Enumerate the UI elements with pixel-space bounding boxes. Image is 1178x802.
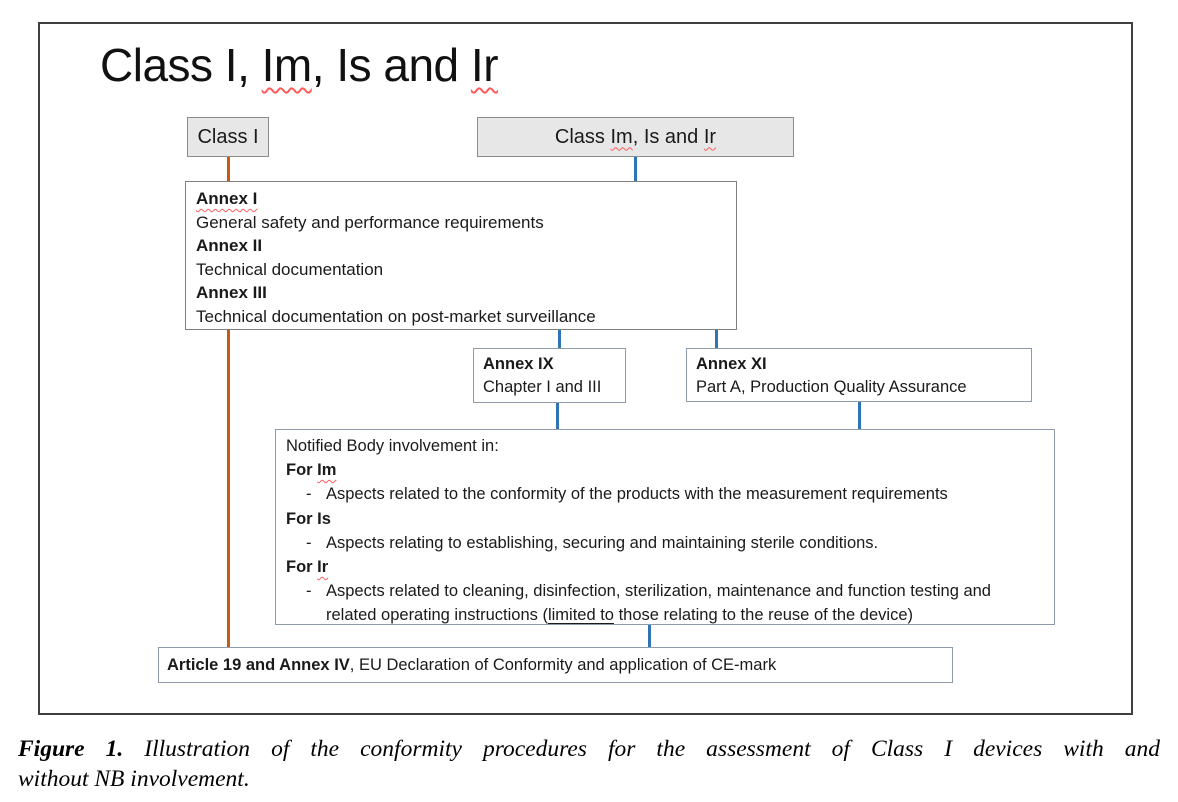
label-text: Class xyxy=(554,125,611,148)
article19-bold: Article 19 and Annex IV xyxy=(167,655,350,674)
connector-annexix-to-nb xyxy=(556,403,559,429)
diagram-title: Class I, Im, Is and Ir xyxy=(100,38,499,92)
connector-annexxi-to-nb xyxy=(858,402,861,429)
ir-misspell: Ir xyxy=(317,558,329,577)
node-annex-xi: Annex XI Part A, Production Quality Assu… xyxy=(686,348,1032,402)
ir-misspell: Ir xyxy=(703,125,717,148)
annex-ii-heading: Annex II xyxy=(196,236,263,255)
node-annex-i-ii-iii: Annex I General safety and performance r… xyxy=(185,181,737,330)
annex-i-body: General safety and performance requireme… xyxy=(196,212,544,232)
node-class-im-is-ir: Class Im, Is and Ir xyxy=(477,117,794,157)
annex-ii-body: Technical documentation xyxy=(196,259,384,279)
node-class-i: Class I xyxy=(187,117,269,157)
annex-ix-heading: Annex IX xyxy=(483,355,554,373)
nb-for-is: For Is xyxy=(286,509,331,528)
annex-iii-body: Technical documentation on post-market s… xyxy=(196,306,596,326)
label-text: , Is and xyxy=(632,125,704,148)
caption-line-2: without NB involvement. xyxy=(18,766,250,792)
figure-caption: Figure 1. Illustration of the conformity… xyxy=(18,734,1160,794)
nb-ir-item: - Aspects related to cleaning, disinfect… xyxy=(286,579,1044,627)
node-article-19: Article 19 and Annex IV, EU Declaration … xyxy=(158,647,953,683)
nb-is-item-text: Aspects relating to establishing, securi… xyxy=(326,533,879,552)
connector-nb-to-article19 xyxy=(648,625,651,647)
title-text: , Is and xyxy=(311,39,471,91)
nb-intro: Notified Body involvement in: xyxy=(286,437,499,455)
node-class-i-label: Class I xyxy=(197,125,259,148)
dash-bullet: - xyxy=(306,582,312,601)
title-ir-misspell: Ir xyxy=(470,39,499,91)
caption-text: Illustration of the conformity procedure… xyxy=(144,736,1160,762)
node-notified-body: Notified Body involvement in: For Im - A… xyxy=(275,429,1055,625)
connector-annex123-to-annexxi xyxy=(715,330,718,348)
limited-to-underline: limited to xyxy=(547,606,614,625)
caption-figure-label: Figure 1. xyxy=(18,736,124,762)
connector-classim-to-annex123 xyxy=(634,157,637,181)
im-misspell: Im xyxy=(317,461,337,480)
nb-ir-item-text: Aspects related to cleaning, disinfectio… xyxy=(326,579,1044,627)
caption-line-1: Figure 1. Illustration of the conformity… xyxy=(18,734,1160,764)
nb-is-item: - Aspects relating to establishing, secu… xyxy=(286,531,1044,555)
annex-iii-heading: Annex III xyxy=(196,283,267,302)
connector-class1-to-article19 xyxy=(227,157,230,648)
dash-bullet: - xyxy=(306,485,312,504)
article19-rest: , EU Declaration of Conformity and appli… xyxy=(349,655,777,674)
nb-im-item-text: Aspects related to the conformity of the… xyxy=(326,485,948,504)
title-im-misspell: Im xyxy=(261,39,313,91)
node-class-im-is-ir-label: Class Im, Is and Ir xyxy=(555,126,716,149)
annex-ix-body: Chapter I and III xyxy=(483,378,602,396)
annex-xi-heading: Annex XI xyxy=(696,355,767,373)
node-annex-ix: Annex IX Chapter I and III xyxy=(473,348,626,403)
nb-for-ir: For Ir xyxy=(286,555,1044,579)
title-text: Class I, xyxy=(100,39,262,91)
label-text: For xyxy=(286,558,318,577)
label-text: those relating to the reuse of the devic… xyxy=(613,606,913,625)
label-text: Aspects related to cleaning, disinfectio… xyxy=(326,582,991,625)
im-misspell: Im xyxy=(610,125,633,148)
label-text: For xyxy=(286,461,318,480)
nb-for-im: For Im xyxy=(286,458,1044,482)
annex-i-heading: Annex I xyxy=(196,189,258,208)
dash-bullet: - xyxy=(306,533,312,552)
annex-xi-body: Part A, Production Quality Assurance xyxy=(696,378,967,396)
connector-annex123-to-annexix xyxy=(558,330,561,348)
nb-im-item: - Aspects related to the conformity of t… xyxy=(286,482,1044,506)
